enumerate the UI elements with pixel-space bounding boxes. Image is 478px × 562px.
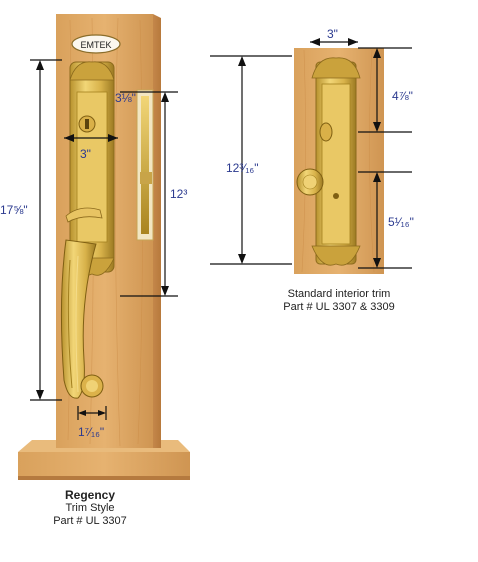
dim-thumb-offset: 1⁷⁄₁₆" <box>78 425 104 439</box>
interior-caption-title: Standard interior trim <box>287 288 391 300</box>
dim-upper-height: 3⅛" <box>115 91 136 105</box>
dim-plate-width-right: 3" <box>327 27 338 41</box>
dim-plate-width-left: 3" <box>80 147 91 161</box>
left-dimensions <box>30 59 178 420</box>
regency-part: Part # UL 3307 <box>53 515 127 527</box>
right-dimensions <box>210 38 412 269</box>
stand-board-side <box>153 14 161 448</box>
plate-top-ornament <box>69 61 115 81</box>
thumb-turn <box>319 122 333 142</box>
interior-caption: Standard interior trim Part # UL 3307 & … <box>264 288 414 314</box>
dim-center-to-bottom: 12³ <box>170 187 187 201</box>
thumb-piece <box>65 207 103 223</box>
emtek-badge-text: EMTEK <box>80 40 111 50</box>
interior-trim-display <box>294 48 384 274</box>
regency-display: EMTEK <box>18 14 190 480</box>
regency-style: Trim Style <box>65 502 115 514</box>
interior-bottom-ornament <box>311 245 361 266</box>
regency-caption: Regency Trim Style Part # UL 3307 <box>30 488 150 528</box>
dim-lower-section: 5¹⁄₁₆" <box>388 215 414 229</box>
interior-top-ornament <box>311 57 361 79</box>
dim-total-height: 17⅝" <box>0 203 28 217</box>
interior-caption-part: Part # UL 3307 & 3309 <box>283 301 395 313</box>
dim-top-section: 4⅞" <box>392 89 413 103</box>
emtek-badge <box>71 34 121 54</box>
dim-overall-interior: 12³⁄₁₆" <box>226 161 259 175</box>
regency-name: Regency <box>64 488 116 502</box>
stand-base-front <box>18 452 190 480</box>
